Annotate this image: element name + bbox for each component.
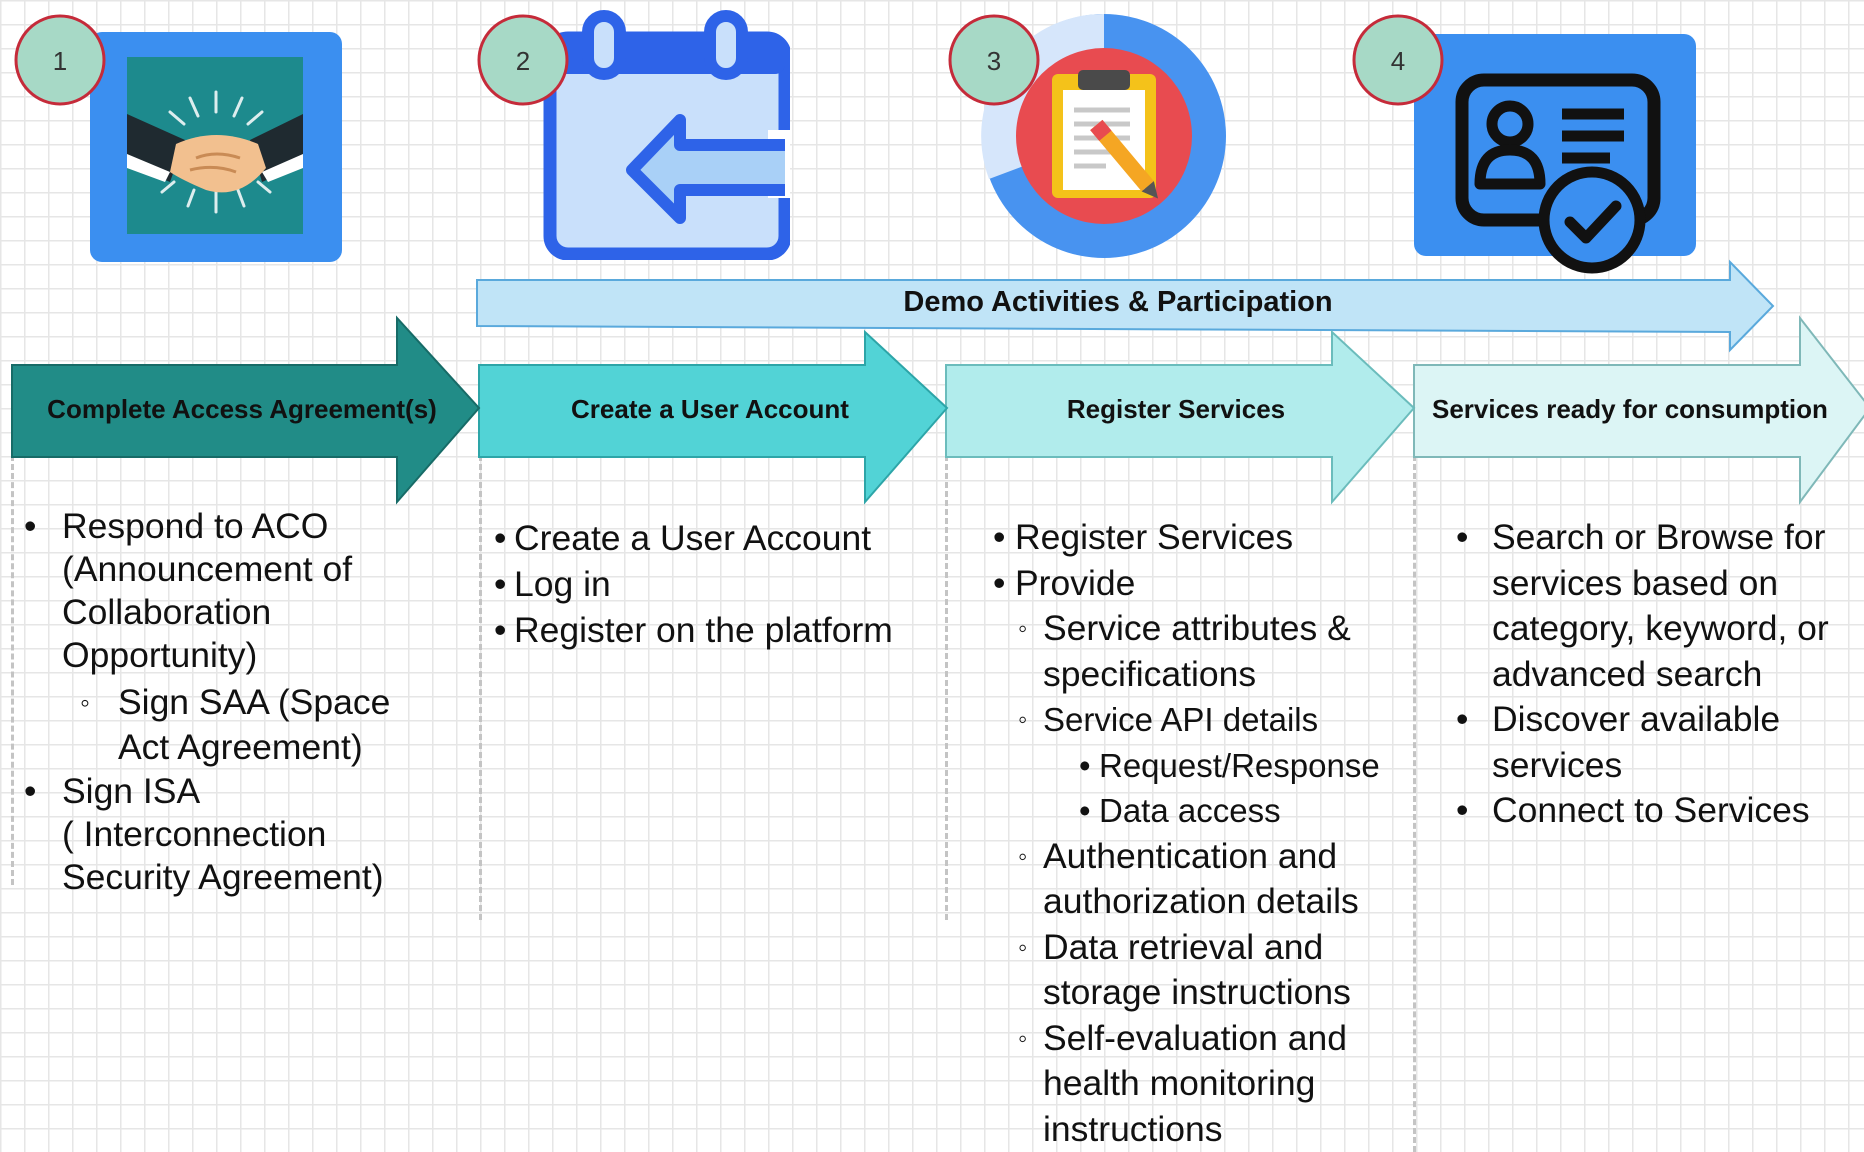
- step-label: Complete Access Agreement(s): [47, 394, 437, 424]
- step-arrow: [478, 329, 949, 505]
- svg-text:3: 3: [987, 46, 1001, 76]
- step-number-badge: 4: [1352, 14, 1444, 106]
- list-item: Log in: [490, 561, 930, 607]
- svg-text:4: 4: [1391, 46, 1405, 76]
- svg-text:1: 1: [53, 46, 67, 76]
- step-1-details: Respond to ACO(Announcement ofCollaborat…: [12, 505, 462, 899]
- verified-contact-card-icon: [1414, 34, 1696, 274]
- step-3-details: Register Services Provide Service attrib…: [991, 515, 1411, 1152]
- step-2-details: Create a User Account Log in Register on…: [490, 515, 930, 653]
- list-item: Respond to ACO(Announcement ofCollaborat…: [12, 505, 462, 677]
- column-divider: [1413, 455, 1416, 1152]
- list-item: Register Services: [991, 515, 1411, 561]
- clipboard-chart-icon: [981, 13, 1226, 258]
- step-label: Register Services: [1067, 394, 1285, 424]
- step-number-badge: 1: [14, 14, 106, 106]
- step-number-badge: 3: [948, 14, 1040, 106]
- list-subsubitem: Data access: [991, 788, 1411, 834]
- list-item: Provide: [991, 561, 1411, 607]
- banner-arrow: [476, 259, 1775, 353]
- list-subitem: Service attributes &specifications: [991, 606, 1411, 697]
- step-arrow: [11, 315, 481, 505]
- list-subitem: Service API details: [991, 697, 1411, 743]
- svg-text:2: 2: [516, 46, 530, 76]
- banner-label: Demo Activities & Participation: [903, 286, 1332, 318]
- list-item: Create a User Account: [490, 515, 930, 561]
- step-arrow: [1413, 315, 1864, 506]
- list-item: Connect to Services: [1448, 788, 1858, 834]
- column-divider: [945, 455, 948, 920]
- step-arrow: [945, 329, 1416, 505]
- process-flow: Demo Activities & Participation Services…: [11, 259, 1864, 506]
- calendar-return-icon: [543, 10, 790, 260]
- step-label: Services ready for consumption: [1432, 394, 1828, 424]
- list-subsubitem: Request/Response: [991, 743, 1411, 789]
- handshake-icon: [90, 32, 342, 262]
- column-divider: [479, 455, 482, 920]
- step-number-badge: 2: [477, 14, 569, 106]
- list-item: Register on the platform: [490, 607, 930, 653]
- step-label: Create a User Account: [571, 394, 849, 424]
